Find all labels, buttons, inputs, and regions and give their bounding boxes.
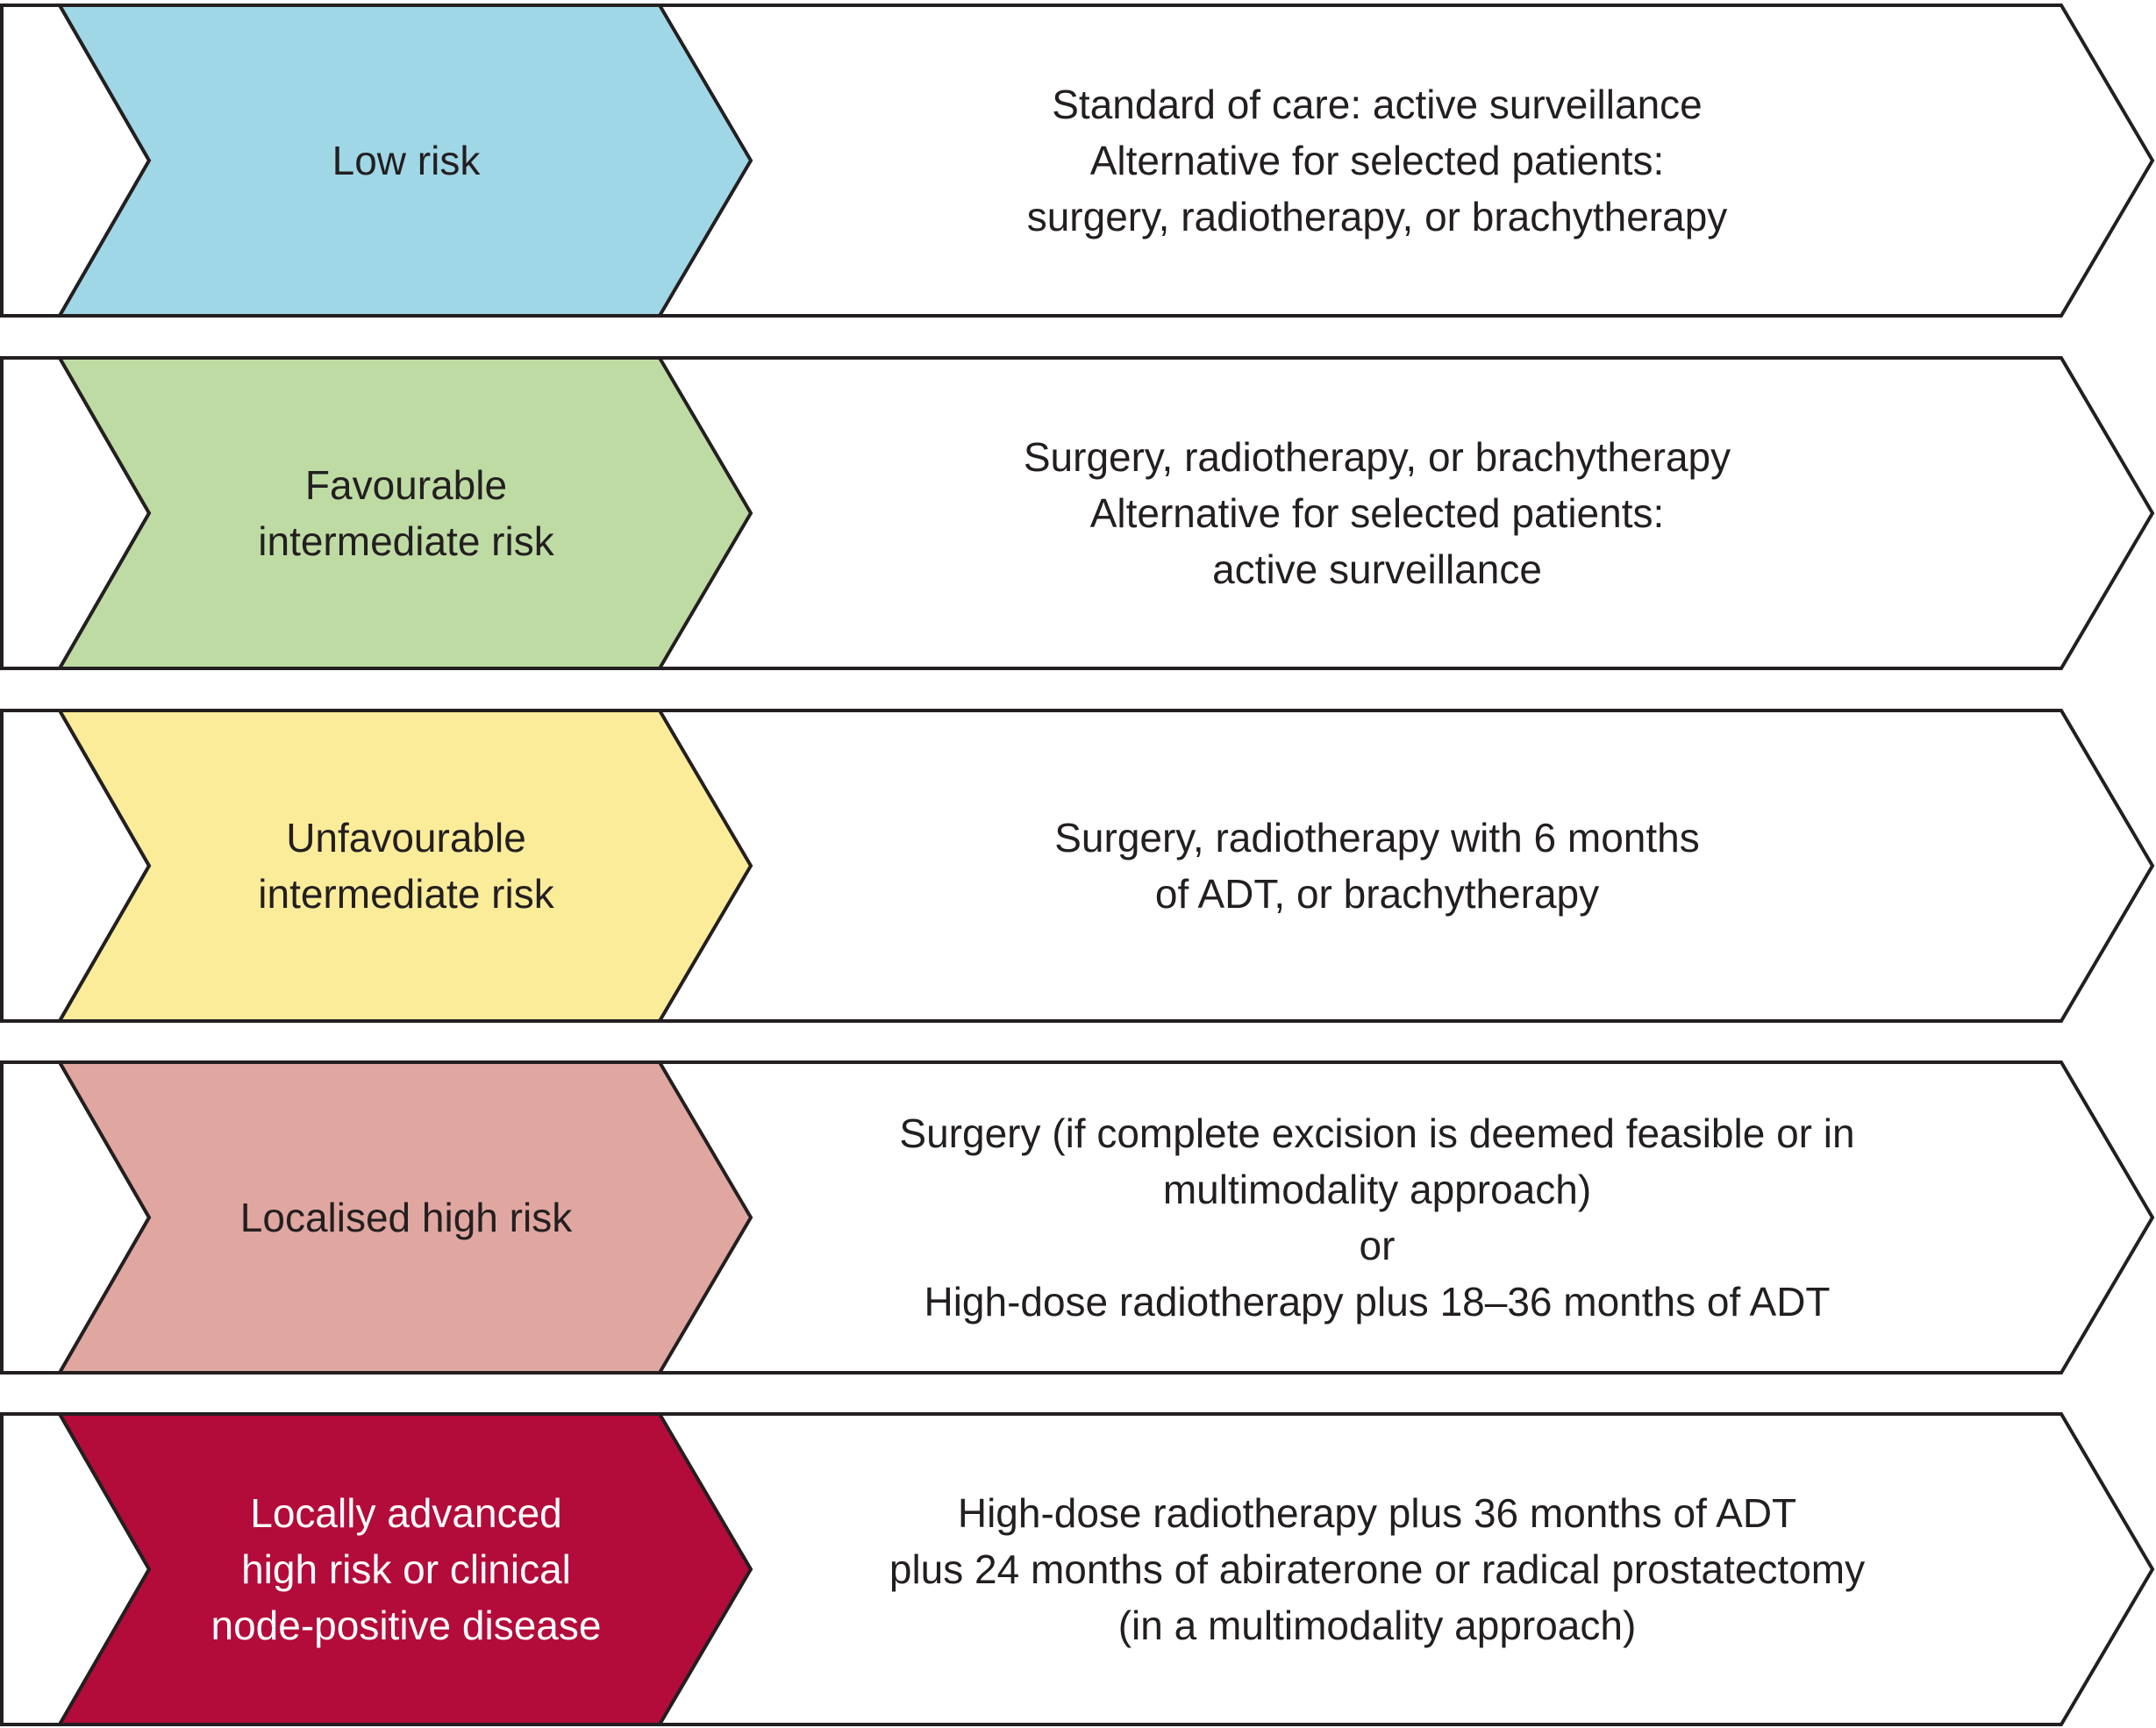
treatment-line: active surveillance: [1212, 546, 1542, 592]
treatment-line: plus 24 months of abiraterone or radical…: [889, 1546, 1866, 1592]
risk-row-localised-high-risk: Localised high risk Surgery (if complete …: [0, 1060, 2156, 1375]
treatment-line: Alternative for selected patients:: [1089, 138, 1665, 183]
treatment-line: Standard of care: active surveillance: [1052, 82, 1703, 127]
risk-group-label: Locally advanced high risk or clinical nod…: [149, 1412, 663, 1726]
treatment-line: Surgery (if complete excision is deemed …: [899, 1110, 1855, 1156]
risk-group-label-line: Locally advanced: [250, 1490, 562, 1536]
risk-group-label: Favourable intermediate risk: [149, 356, 663, 670]
treatment-recommendation: High-dose radiotherapy plus 36 months of…: [789, 1412, 1965, 1726]
treatment-line: Surgery, radiotherapy with 6 months: [1054, 815, 1700, 860]
risk-group-label: Localised high risk: [149, 1060, 663, 1375]
risk-group-label-line: intermediate risk: [258, 871, 554, 917]
risk-group-label-line: Localised high risk: [239, 1195, 573, 1240]
treatment-line: or: [1359, 1223, 1396, 1268]
risk-row-low-risk: Low risk Standard of care: active surveil…: [0, 4, 2156, 318]
risk-row-locally-advanced-high-risk: Locally advanced high risk or clinical nod…: [0, 1412, 2156, 1726]
risk-row-favourable-intermediate-risk: Favourable intermediate risk Surgery, radi…: [0, 356, 2156, 670]
row-arrows: [0, 4, 2155, 318]
treatment-line: Alternative for selected patients:: [1089, 490, 1665, 536]
treatment-recommendation: Surgery (if complete excision is deemed …: [789, 1060, 1965, 1375]
risk-chevron-shape: [56, 709, 753, 1023]
risk-group-label-line: intermediate risk: [258, 518, 554, 564]
risk-group-label: Low risk: [149, 4, 663, 318]
row-arrows: [0, 709, 2155, 1023]
risk-row-unfavourable-intermediate-risk: Unfavourable intermediate risk Surgery, ra…: [0, 709, 2156, 1023]
row-arrows: [0, 356, 2155, 670]
treatment-recommendation: Surgery, radiotherapy with 6 months of AD…: [789, 709, 1965, 1023]
risk-group-label-line: Favourable: [304, 462, 508, 508]
risk-group-label-line: Low risk: [332, 138, 481, 183]
risk-chevron-shape: [56, 1412, 753, 1726]
treatment-line: High-dose radiotherapy plus 18–36 months…: [924, 1279, 1831, 1325]
treatment-line: High-dose radiotherapy plus 36 months of…: [957, 1490, 1797, 1536]
treatment-line: Surgery, radiotherapy, or brachytherapy: [1023, 434, 1731, 480]
risk-group-label-line: node-positive disease: [211, 1603, 602, 1648]
row-arrows: [0, 1412, 2155, 1726]
treatment-line: multimodality approach): [1162, 1167, 1592, 1212]
risk-group-label-line: Unfavourable: [286, 815, 526, 860]
row-arrows: [0, 1060, 2155, 1375]
risk-group-label-line: high risk or clinical: [241, 1546, 571, 1592]
risk-chevron-shape: [56, 4, 753, 318]
treatment-line: of ADT, or brachytherapy: [1154, 871, 1600, 917]
treatment-line: (in a multimodality approach): [1117, 1603, 1637, 1648]
risk-group-label: Unfavourable intermediate risk: [149, 709, 663, 1023]
risk-chevron-shape: [56, 356, 753, 670]
risk-chevron-shape: [56, 1060, 753, 1375]
treatment-line: surgery, radiotherapy, or brachytherapy: [1026, 194, 1728, 239]
